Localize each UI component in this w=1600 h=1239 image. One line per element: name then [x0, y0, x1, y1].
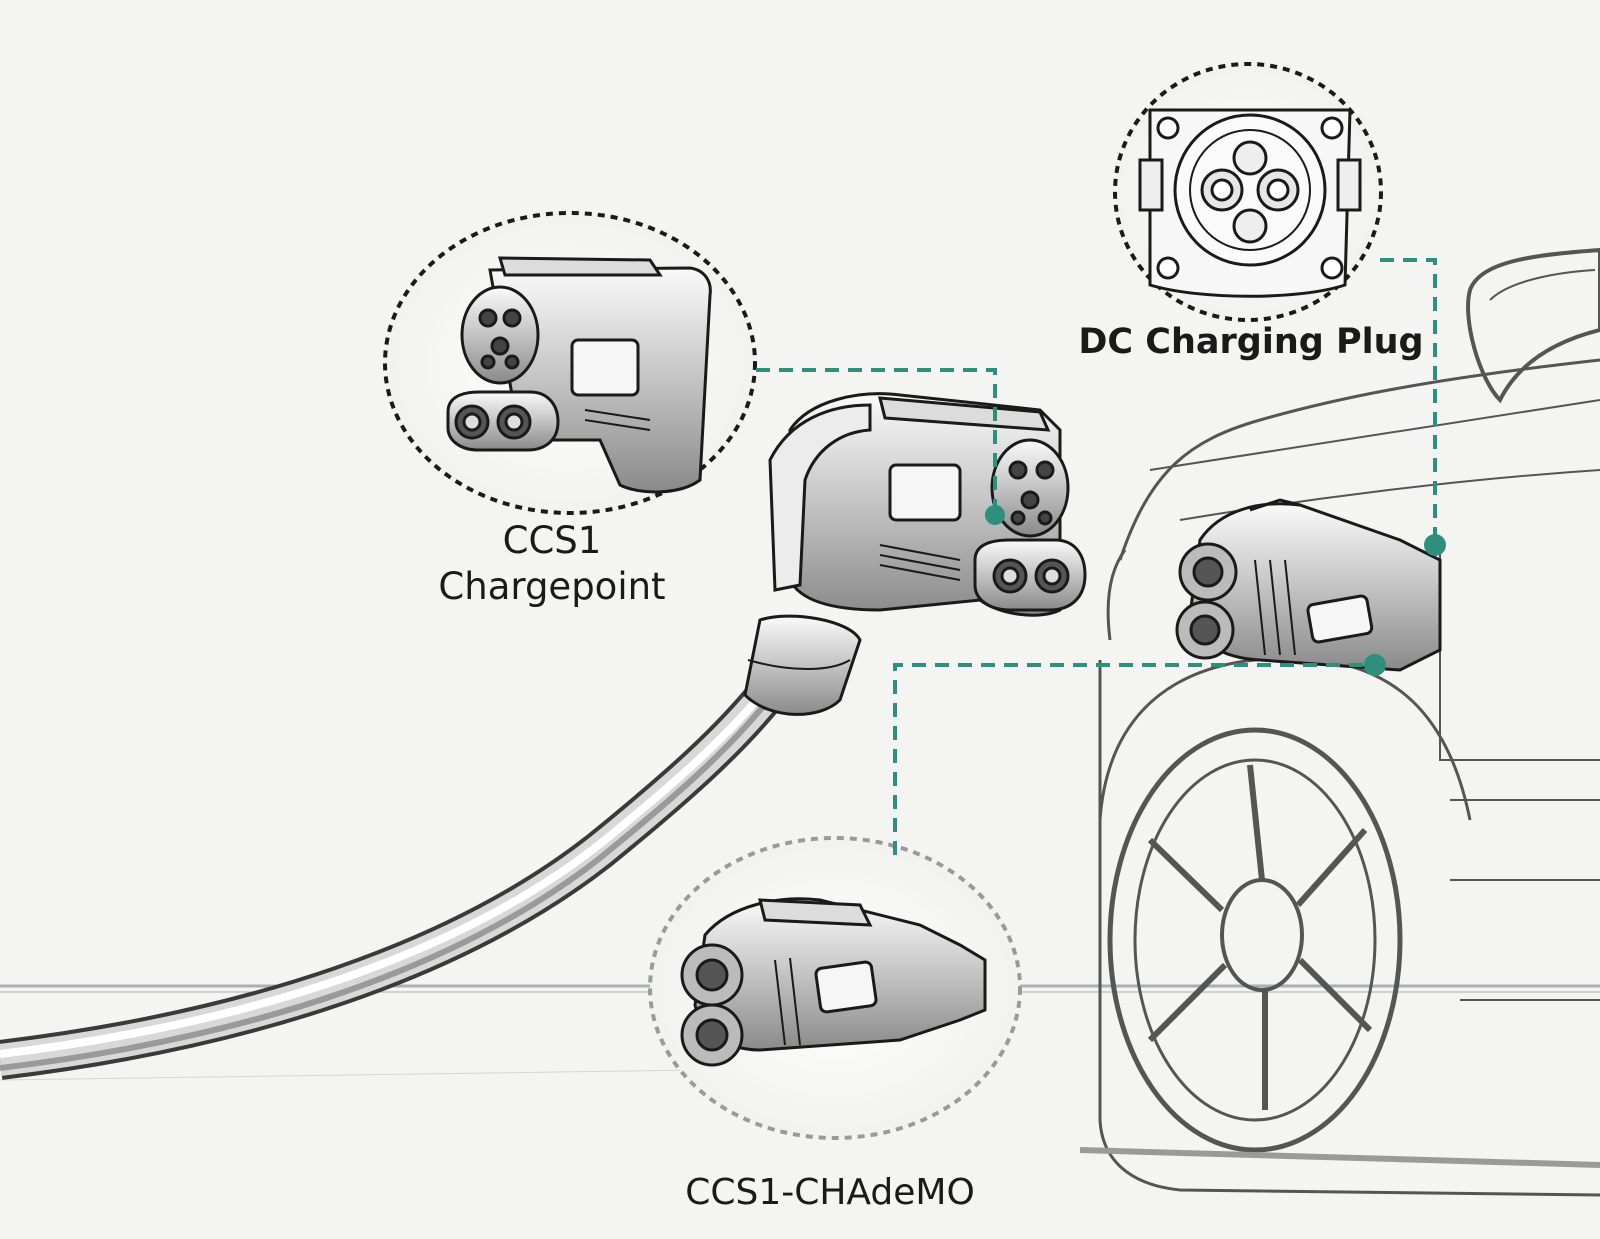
leader-lines: [756, 258, 1437, 855]
dc-charging-plug-label: DC Charging Plug: [1078, 322, 1424, 362]
leader-ccs1: [756, 368, 997, 515]
ccs1-callout: [383, 211, 757, 515]
leader-dc: [1380, 258, 1437, 545]
dc-plug-callout: [1113, 62, 1383, 322]
ccs1-chademo-adapter-icon: [680, 897, 987, 1067]
leader-chademo: [893, 663, 1375, 855]
ccs1-connector-main: [743, 392, 1087, 716]
chademo-callout: [648, 836, 1022, 1140]
ccs1-chargepoint-label: CCS1 Chargepoint: [392, 518, 712, 610]
ccs1-label-line1: CCS1: [502, 519, 602, 562]
leader-dots: [985, 505, 1446, 676]
ccs1-connector-icon: [446, 256, 712, 494]
adapter-plugged-in: [1175, 498, 1442, 672]
ccs1-chademo-label: CCS1-CHAdeMO: [685, 1172, 975, 1213]
ccs1-label-line2: Chargepoint: [438, 565, 666, 608]
charging-cable-icon: [0, 677, 786, 1080]
dc-inlet-icon: [1138, 108, 1362, 298]
